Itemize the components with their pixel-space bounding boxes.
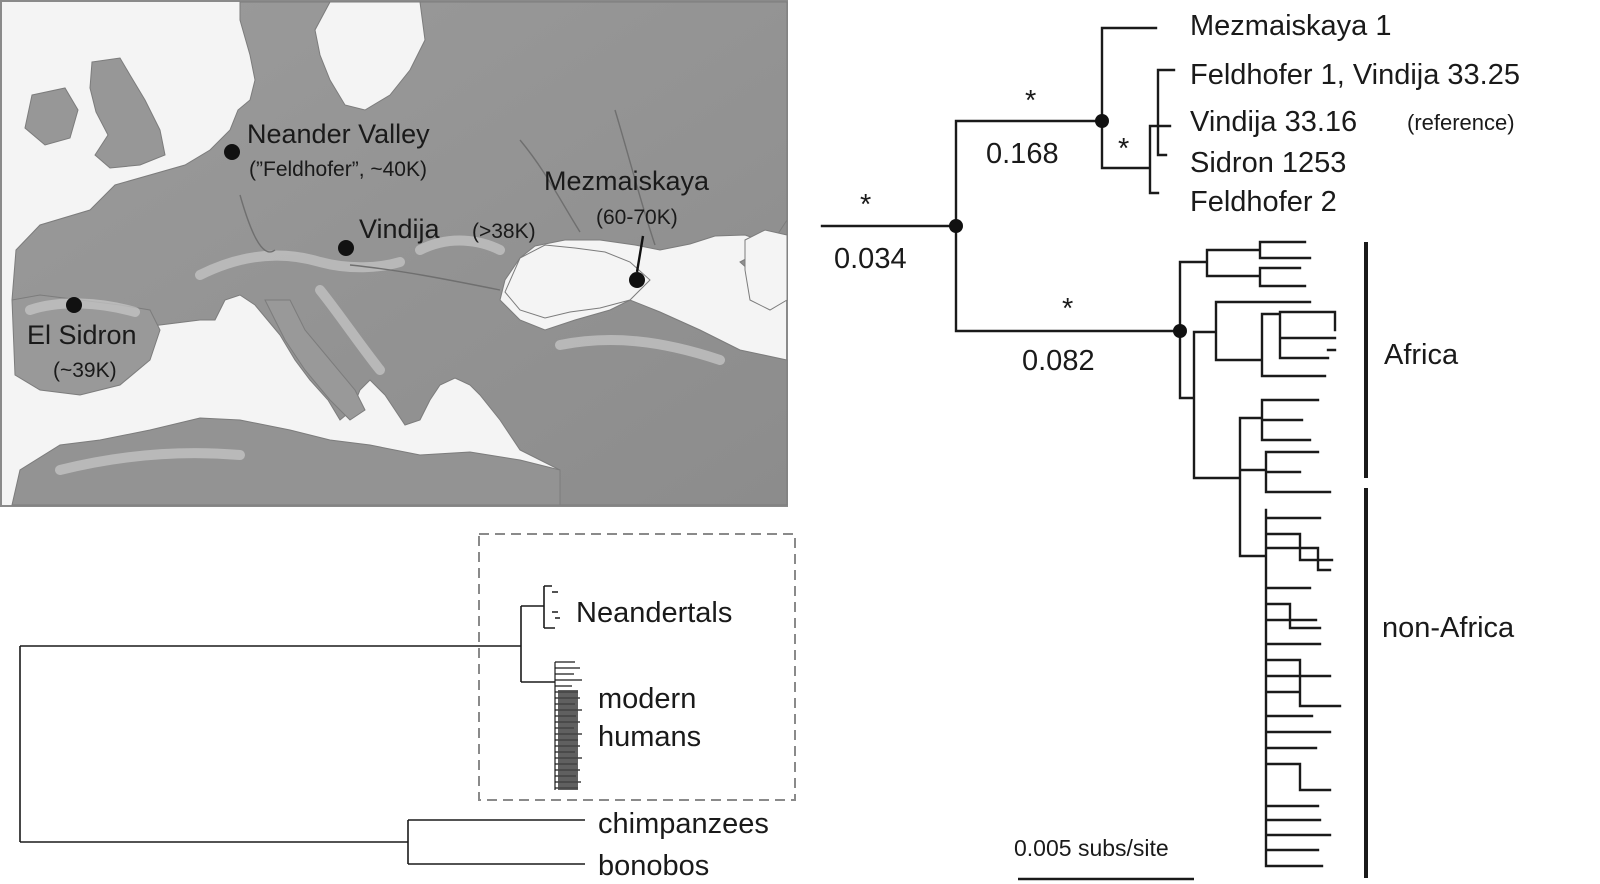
europe-map: Neander Valley (”Feldhofer”, ~40K) Vindi…	[0, 0, 788, 507]
label-modern: modern	[598, 683, 696, 715]
site-label-mezmaiskaya: Mezmaiskaya	[544, 166, 710, 196]
label-bonobos: bonobos	[598, 850, 709, 882]
detail-tree-modern-clade	[1178, 240, 1342, 868]
support-asterisk: *	[1062, 293, 1073, 325]
node-marker	[949, 219, 963, 233]
map-ireland	[24, 87, 79, 146]
tip-label: Feldhofer 2	[1190, 186, 1337, 218]
support-asterisk: *	[860, 189, 871, 221]
label-chimpanzees: chimpanzees	[598, 808, 769, 840]
tip-label: Sidron 1253	[1190, 147, 1346, 179]
tip-label: Mezmaiskaya 1	[1190, 10, 1391, 42]
detail-tree: * 0.034 * 0.168 * 0.082 * Mezmaiskaya 1 …	[820, 10, 1520, 881]
site-detail-neander: (”Feldhofer”, ~40K)	[249, 158, 427, 181]
overview-tree: Neandertals modern humans chimpanzees bo…	[19, 533, 796, 882]
node-marker	[1173, 324, 1187, 338]
map-site-dot	[629, 272, 645, 288]
map-britain	[89, 57, 166, 169]
site-label-neander: Neander Valley	[247, 119, 430, 149]
reference-note: (reference)	[1407, 110, 1515, 135]
support-asterisk: *	[1025, 85, 1036, 117]
node-marker	[1095, 114, 1109, 128]
map-rivers	[239, 109, 656, 291]
label-neandertals: Neandertals	[576, 597, 732, 629]
zoom-box	[478, 533, 796, 801]
site-detail-elsidron: (~39K)	[53, 359, 117, 382]
scale-bar-label: 0.005 subs/site	[1014, 835, 1169, 861]
map-black-sea	[504, 244, 651, 319]
branch-length-neandertal: 0.168	[986, 138, 1059, 170]
map-baltic-sea	[314, 1, 426, 111]
label-humans: humans	[598, 721, 701, 753]
map-leader-line	[635, 235, 645, 273]
tip-label: Vindija 33.16	[1190, 106, 1357, 138]
group-label-africa: Africa	[1384, 339, 1459, 371]
site-detail-vindija: (>38K)	[472, 220, 536, 243]
site-label-elsidron: El Sidron	[27, 320, 137, 350]
map-site-dot	[66, 297, 82, 313]
map-north-africa	[11, 417, 561, 506]
map-site-dot	[224, 144, 240, 160]
branch-length-modern: 0.082	[1022, 345, 1095, 377]
map-caspian-sea	[744, 229, 788, 311]
support-asterisk: *	[1118, 133, 1129, 165]
site-label-vindija: Vindija	[359, 214, 441, 244]
map-italy	[264, 299, 366, 421]
map-landmass-continent	[11, 1, 788, 506]
modern-human-cluster	[554, 661, 582, 790]
tip-label: Feldhofer 1, Vindija 33.25	[1190, 59, 1520, 91]
branch-length-root: 0.034	[834, 243, 907, 275]
map-site-dot	[338, 240, 354, 256]
group-label-non-africa: non-Africa	[1382, 612, 1515, 644]
detail-tree-backbone	[820, 26, 1182, 333]
overview-branches	[19, 585, 585, 865]
site-detail-mezmaiskaya: (60-70K)	[596, 206, 678, 229]
